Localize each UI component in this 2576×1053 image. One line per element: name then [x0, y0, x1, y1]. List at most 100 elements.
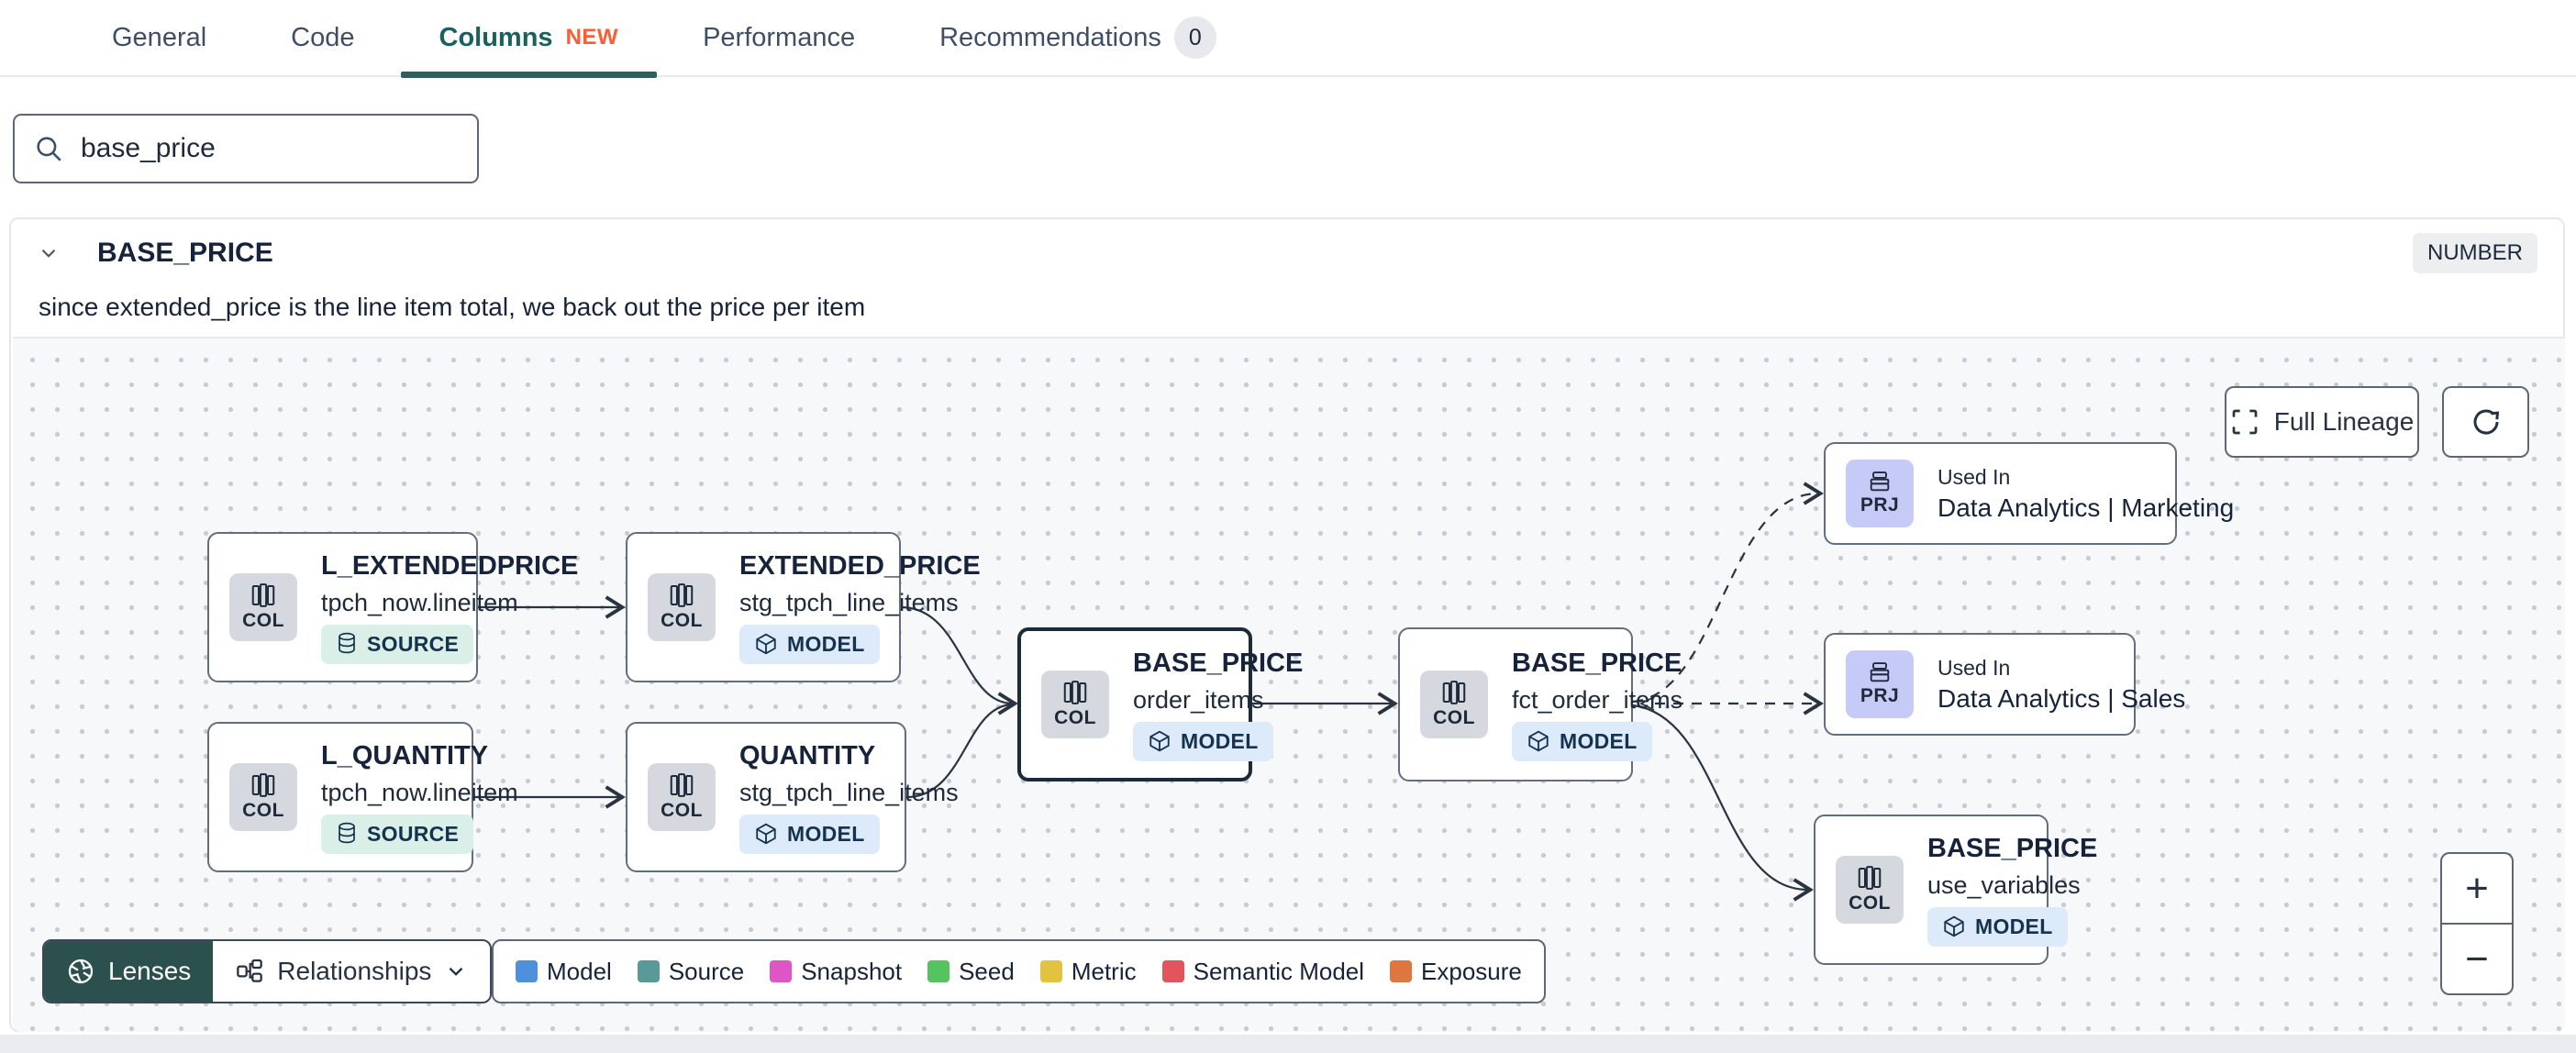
- chevron-down-icon[interactable]: [37, 241, 61, 265]
- chevron-down-icon: [450, 967, 463, 976]
- column-chip: COL: [229, 573, 297, 641]
- search-icon: [37, 137, 61, 161]
- resource-label: MODEL: [1181, 728, 1259, 753]
- tab-label: General: [112, 22, 207, 52]
- node-title: BASE_PRICE: [1512, 648, 1682, 678]
- cube-icon: [756, 633, 776, 655]
- cube-icon: [1528, 730, 1549, 752]
- cube-icon: [1944, 915, 1964, 937]
- node-title: L_QUANTITY: [321, 740, 489, 770]
- lenses-label: Lenses: [108, 957, 192, 985]
- lineage-node-base-price-fct-order-items[interactable]: COL BASE_PRICE fct_order_items MODEL: [1398, 627, 1682, 781]
- relationships-icon: [237, 959, 263, 982]
- tab-label: Recommendations: [939, 22, 1161, 52]
- legend-item-exposure: Exposure: [1390, 958, 1522, 986]
- refresh-button[interactable]: [2442, 386, 2529, 458]
- column-card: BASE_PRICE NUMBER since extended_price i…: [9, 217, 2565, 1032]
- zoom-out-button[interactable]: −: [2465, 936, 2489, 981]
- used-in-label: Used In: [1938, 655, 2011, 680]
- columns-icon: [251, 583, 275, 607]
- resource-label: MODEL: [787, 631, 865, 656]
- node-title: BASE_PRICE: [1133, 648, 1304, 678]
- relationships-dropdown[interactable]: Relationships: [213, 941, 490, 1002]
- column-chip: COL: [1836, 856, 1904, 924]
- resource-legend: Model Source Snapshot Seed Metric Semant…: [492, 939, 1546, 1003]
- node-title: QUANTITY: [739, 740, 876, 770]
- database-icon: [339, 632, 355, 654]
- legend-swatch: [516, 960, 538, 982]
- layers-icon: [1870, 662, 1890, 682]
- column-name: BASE_PRICE: [97, 238, 273, 268]
- legend-label: Snapshot: [801, 957, 903, 985]
- tab-code[interactable]: Code: [249, 0, 396, 76]
- columns-icon: [670, 583, 694, 607]
- project-chip: PRJ: [1846, 650, 1914, 718]
- tab-recommendations[interactable]: Recommendations 0: [897, 0, 1259, 76]
- resource-badge-source: SOURCE: [321, 624, 474, 664]
- legend-item-semantic-model: Semantic Model: [1161, 957, 1365, 986]
- lineage-node-l-extendedprice[interactable]: COL L_EXTENDEDPRICE tpch_now.lineitem SO…: [207, 532, 578, 682]
- node-subtitle: stg_tpch_line_items: [739, 588, 959, 616]
- resource-badge-model: MODEL: [1512, 721, 1652, 761]
- resource-label: MODEL: [1975, 914, 2053, 938]
- lineage-node-l-quantity[interactable]: COL L_QUANTITY tpch_now.lineitem SOURCE: [207, 722, 518, 872]
- node-subtitle: use_variables: [1927, 870, 2081, 899]
- legend-label: Model: [547, 957, 612, 985]
- tab-performance[interactable]: Performance: [661, 0, 897, 76]
- node-subtitle: tpch_now.lineitem: [321, 778, 518, 806]
- new-badge: NEW: [565, 25, 619, 50]
- resource-badge-model: MODEL: [1927, 906, 2068, 947]
- node-title: Data Analytics | Marketing: [1938, 493, 2235, 522]
- columns-icon: [1442, 681, 1466, 704]
- layers-icon: [1870, 471, 1890, 492]
- resource-badge-model: MODEL: [1133, 721, 1273, 761]
- column-chip: COL: [1041, 671, 1109, 738]
- tab-columns[interactable]: Columns NEW: [397, 0, 661, 78]
- lineage-node-extended-price[interactable]: COL EXTENDED_PRICE stg_tpch_line_items M…: [626, 532, 981, 682]
- resource-badge-model: MODEL: [739, 814, 880, 854]
- lineage-node-base-price-order-items[interactable]: COL BASE_PRICE order_items MODEL: [1017, 627, 1303, 781]
- lineage-node-base-price-use-variables[interactable]: COL BASE_PRICE use_variables MODEL: [1814, 815, 2097, 965]
- lenses-button[interactable]: Lenses: [44, 941, 214, 1002]
- lineage-node-used-in-sales[interactable]: PRJ Used In Data Analytics | Sales: [1824, 633, 2185, 736]
- refresh-icon: [2473, 409, 2499, 435]
- chip-label: COL: [242, 610, 284, 631]
- zoom-in-button[interactable]: +: [2442, 854, 2512, 925]
- resource-label: SOURCE: [367, 631, 460, 656]
- columns-icon: [1063, 681, 1087, 704]
- node-subtitle: order_items: [1133, 685, 1264, 714]
- column-type-badge: NUMBER: [2412, 233, 2537, 273]
- column-search[interactable]: [13, 114, 479, 183]
- node-subtitle: stg_tpch_line_items: [739, 778, 959, 806]
- lineage-node-quantity[interactable]: COL QUANTITY stg_tpch_line_items MODEL: [626, 722, 959, 872]
- chip-label: COL: [1433, 707, 1475, 728]
- used-in-label: Used In: [1938, 464, 2011, 489]
- full-lineage-button[interactable]: Full Lineage: [2225, 386, 2419, 458]
- columns-icon: [251, 773, 275, 797]
- columns-icon: [1858, 866, 1882, 890]
- column-chip: COL: [1420, 671, 1488, 738]
- lineage-canvas[interactable]: COL L_EXTENDEDPRICE tpch_now.lineitem SO…: [13, 337, 2565, 1032]
- resource-label: MODEL: [1560, 728, 1638, 753]
- column-chip: COL: [648, 763, 716, 831]
- node-subtitle: fct_order_items: [1512, 685, 1683, 714]
- legend-item-metric: Metric: [1039, 957, 1137, 986]
- chip-label: COL: [1054, 707, 1096, 728]
- legend-label: Semantic Model: [1193, 957, 1365, 985]
- legend-label: Metric: [1071, 957, 1137, 985]
- lineage-node-used-in-marketing[interactable]: PRJ Used In Data Analytics | Marketing: [1824, 442, 2234, 545]
- database-icon: [339, 822, 355, 844]
- legend-swatch: [637, 960, 660, 982]
- node-title: EXTENDED_PRICE: [739, 550, 981, 581]
- chip-label: PRJ: [1860, 685, 1900, 706]
- chip-label: COL: [1849, 892, 1891, 914]
- legend-item-seed: Seed: [927, 958, 1015, 986]
- chip-label: COL: [661, 800, 703, 821]
- node-title: Data Analytics | Sales: [1938, 683, 2186, 713]
- horizontal-scrollbar[interactable]: [0, 1035, 2576, 1053]
- tab-general[interactable]: General: [70, 0, 249, 76]
- legend-swatch: [770, 960, 793, 982]
- search-input[interactable]: [81, 133, 459, 164]
- legend-swatch: [927, 960, 950, 982]
- legend-item-snapshot: Snapshot: [770, 958, 902, 986]
